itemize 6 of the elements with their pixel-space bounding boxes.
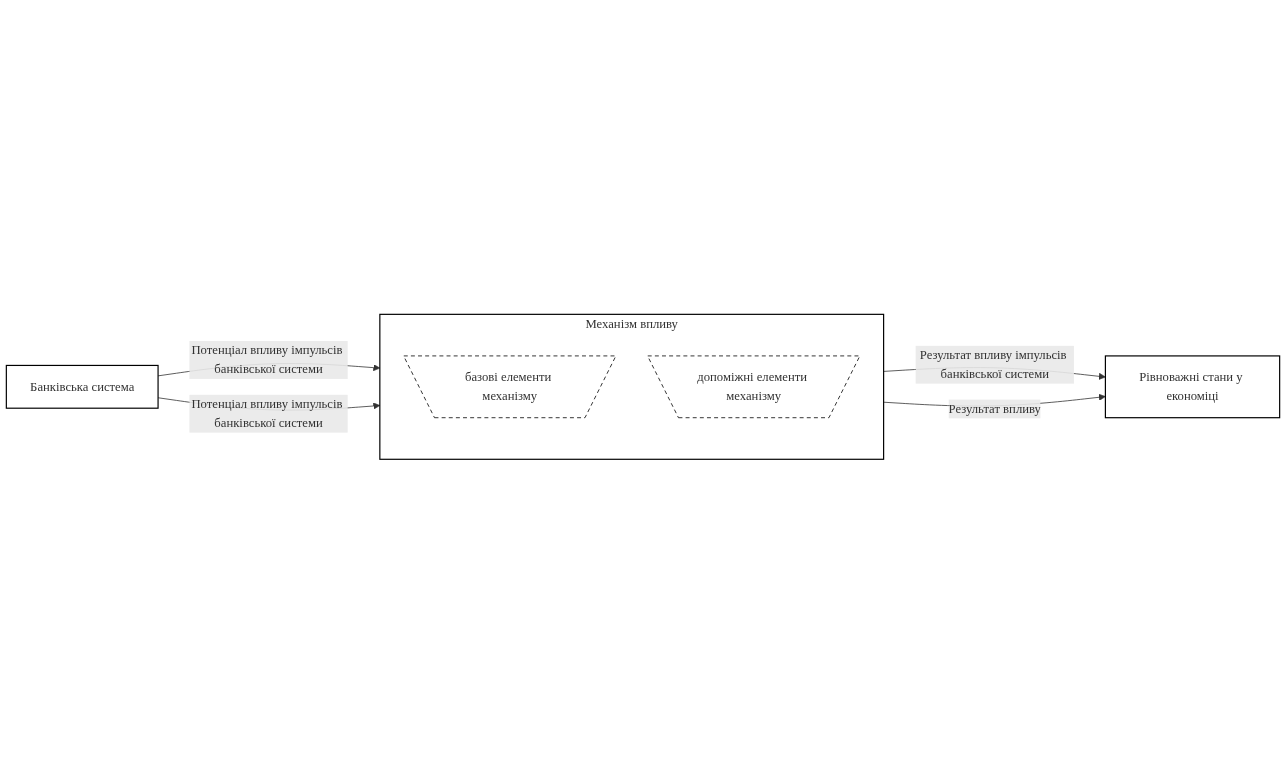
edge-label: Результат впливу імпульсів банківської системи [919, 347, 1067, 381]
node-box: Банківська система [5, 364, 159, 409]
node-box: Рівноважні стани у економіці [1104, 355, 1281, 418]
edge-label: Потенціал впливу імпульсів банківської системи [191, 396, 343, 430]
edge-label: Результат впливу [948, 401, 1041, 415]
edge-label: Потенціал впливу імпульсів банківської системи [191, 343, 343, 376]
